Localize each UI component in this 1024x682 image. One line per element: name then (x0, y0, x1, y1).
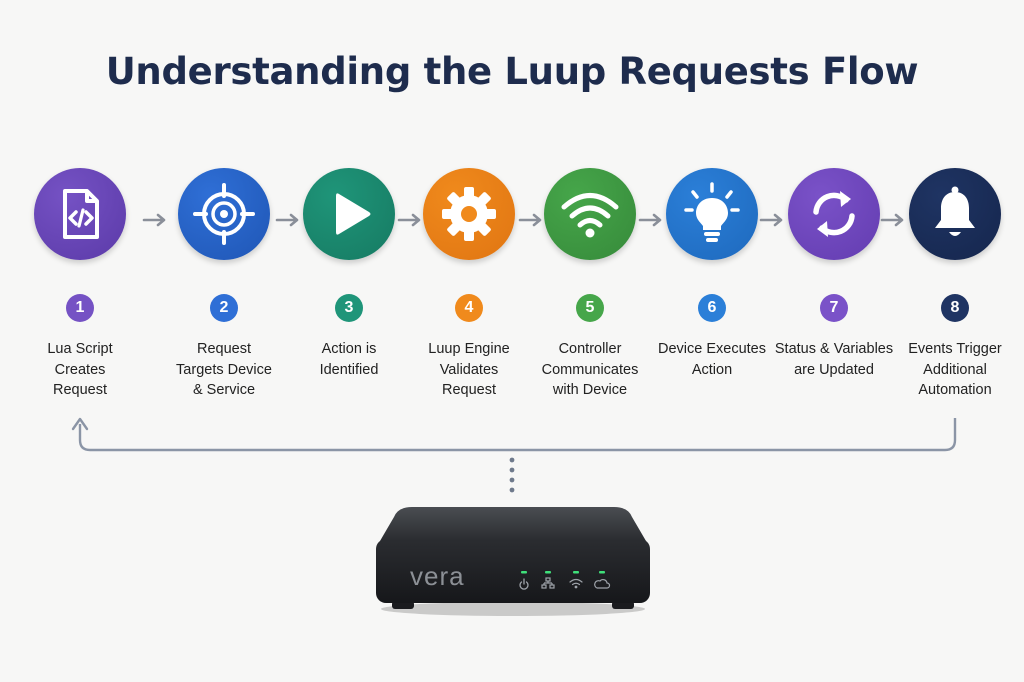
arrow-6-7 (759, 213, 783, 227)
device-brand-logo: vera (410, 561, 465, 591)
cloud-icon (594, 579, 611, 589)
step-3-circle (303, 168, 395, 260)
step-8-number: 8 (941, 294, 969, 322)
step-2-number: 2 (210, 294, 238, 322)
step-6-number: 6 (698, 294, 726, 322)
step-5-label: Controller Communicates with Device (541, 341, 639, 398)
arrow-2-3 (275, 213, 299, 227)
arrow-5-6 (638, 213, 662, 227)
vera-controller-device: vera (376, 507, 650, 616)
target-icon (193, 183, 255, 245)
step-8-circle (909, 168, 1001, 260)
arrow-7-8 (880, 213, 904, 227)
step-2-circle (178, 168, 270, 260)
play-icon (336, 193, 371, 235)
wifi-icon (569, 578, 583, 589)
network-icon (541, 577, 555, 589)
step-1-label: Lua Script Creates Request (47, 341, 113, 398)
step-7-number: 7 (820, 294, 848, 322)
step-6-label: Device Executes Action (658, 341, 766, 378)
step-7-circle (788, 168, 880, 260)
gear-icon (442, 187, 496, 241)
arrow-3-4 (397, 213, 421, 227)
step-1-circle (34, 168, 126, 260)
step-4-number: 4 (455, 294, 483, 322)
step-6-circle (666, 168, 758, 260)
step-5-number: 5 (576, 294, 604, 322)
step-3-label: Action is Identified (319, 341, 379, 378)
wifi-icon (561, 193, 619, 238)
lightbulb-icon (684, 182, 740, 242)
step-2-label: Request Targets Device & Service (176, 341, 272, 398)
diagram-title: Understanding the Luup Requests Flow (105, 50, 919, 93)
step-4-label: Luup Engine Validates Request (428, 341, 510, 398)
step-4-circle (423, 168, 515, 260)
power-icon (519, 578, 529, 590)
step-1-number: 1 (66, 294, 94, 322)
bell-icon (935, 186, 975, 236)
step-3-number: 3 (335, 294, 363, 322)
arrow-1-2 (142, 213, 166, 227)
step-5-circle (544, 168, 636, 260)
code-file-icon (63, 189, 99, 239)
arrow-4-5 (518, 213, 542, 227)
step-7-label: Status & Variables are Updated (774, 341, 894, 378)
dotted-connector (509, 457, 515, 493)
step-8-label: Events Trigger Additional Automation (908, 341, 1002, 398)
refresh-icon (813, 191, 855, 237)
